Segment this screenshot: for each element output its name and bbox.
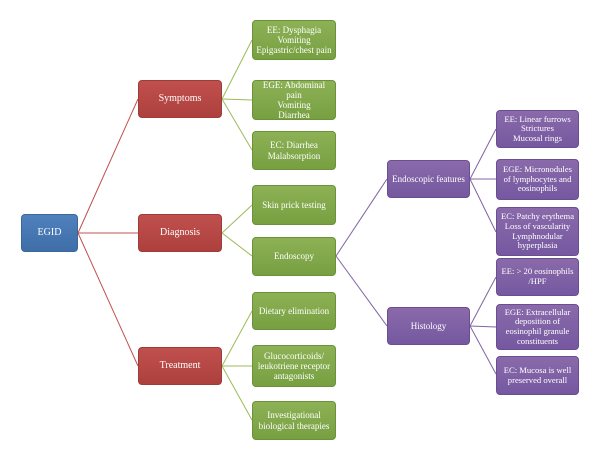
connector-endoscopy-features xyxy=(335,178,388,257)
connector-symptoms-ee xyxy=(221,39,253,100)
connector-symptoms-ec xyxy=(221,98,253,151)
investigational-node: Investigational biological therapies xyxy=(252,401,336,440)
symptom-ec-node: EC: Diarrhea Malabsorption xyxy=(252,131,336,170)
features-ege-node: EGE: Micronodules of lymphocytes and eos… xyxy=(496,159,579,200)
connector-diagnosis-endoscopy xyxy=(221,232,253,257)
connector-diagnosis-skin xyxy=(221,204,253,234)
histology-node: Histology xyxy=(387,307,470,345)
egid-root-node: EGID xyxy=(21,214,78,252)
connector-treatment-dietary xyxy=(221,310,253,367)
histology-ee-node: EE: > 20 eosinophils /HPF xyxy=(496,258,579,296)
connector-endoscopy-histology xyxy=(335,255,388,327)
symptom-ee-node: EE: Dysphagia Vomiting Epigastric/chest … xyxy=(252,20,336,60)
connector-treatment-invest xyxy=(221,365,253,421)
connector-symptoms-ege xyxy=(221,98,253,101)
symptom-ege-node: EGE: Abdominal pain Vomiting Diarrhea xyxy=(252,80,336,120)
connector-histology-ee xyxy=(469,276,497,327)
connector-egid-treatment xyxy=(77,232,139,367)
features-ec-node: EC: Patchy erythema Loss of vascularity … xyxy=(496,207,579,256)
connector-features-ec xyxy=(469,178,497,233)
dietary-elimination-node: Dietary elimination xyxy=(252,292,336,330)
diagnosis-node: Diagnosis xyxy=(138,214,222,252)
connector-features-ee xyxy=(469,128,497,180)
connector-histology-ege xyxy=(469,325,497,328)
skin-prick-node: Skin prick testing xyxy=(252,185,336,225)
endoscopic-features-node: Endoscopic features xyxy=(387,160,470,198)
treatment-node: Treatment xyxy=(138,347,222,385)
glucocorticoids-node: Glucocorticoids/ leukotriene receptor an… xyxy=(252,345,336,387)
histology-ege-node: EGE: Extracellular deposition of eosinop… xyxy=(496,304,579,350)
connector-egid-symptoms xyxy=(77,98,139,234)
symptoms-node: Symptoms xyxy=(138,80,222,118)
endoscopy-node: Endoscopy xyxy=(252,237,336,276)
histology-ec-node: EC: Mucosa is well preserved overall xyxy=(496,356,579,395)
connector-histology-ec xyxy=(469,325,497,375)
features-ee-node: EE: Linear furrows Strictures Mucosal ri… xyxy=(496,110,579,148)
